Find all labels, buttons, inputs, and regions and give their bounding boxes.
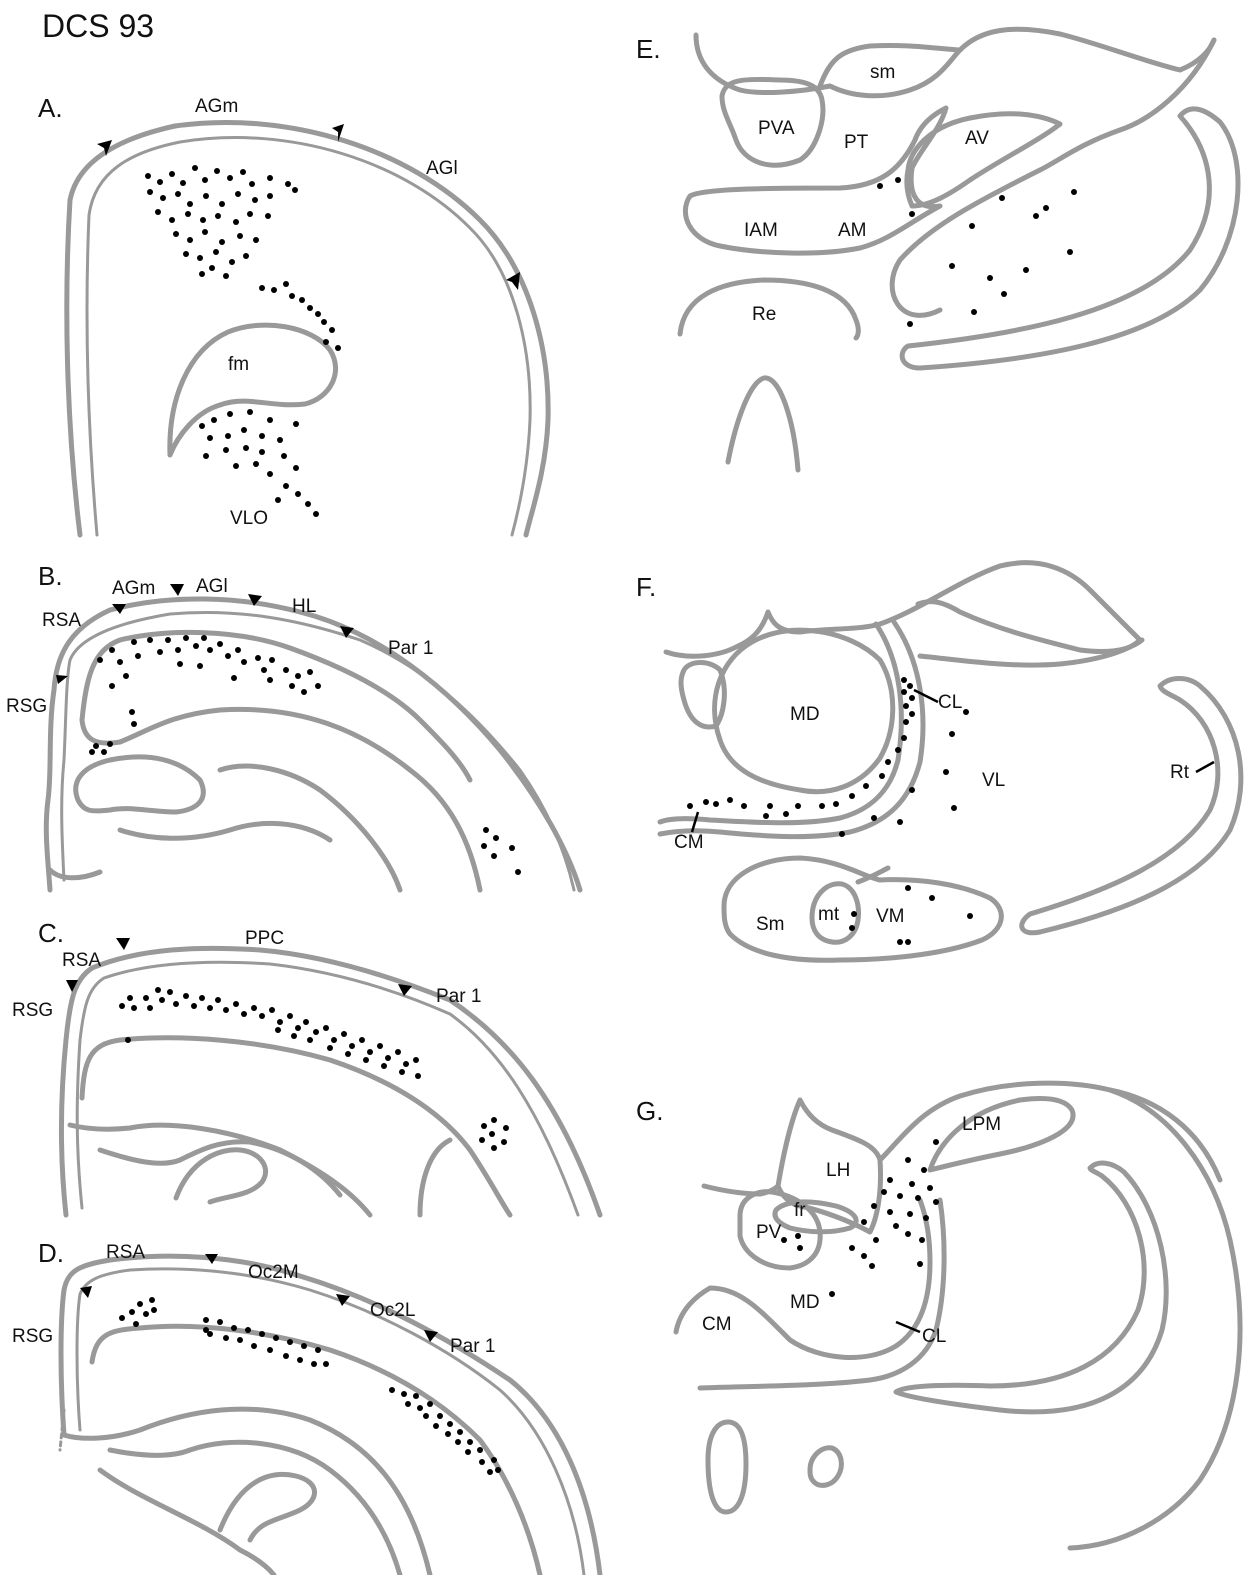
panel-e-label-iam: IAM	[744, 220, 778, 241]
panel-f-label-mt: mt	[818, 904, 840, 925]
panel-d-hippocampal-inner	[110, 1442, 400, 1575]
panel-a-letter: A.	[38, 93, 63, 123]
panel-a-labeled-cells	[145, 165, 341, 517]
panel-a-label-fm: fm	[228, 354, 249, 375]
panel-d-label-par1: Par 1	[450, 1336, 495, 1357]
panel-a-frontal-section: A. AGm AGl fm VLO	[38, 93, 548, 535]
panel-b-hippocampus-outer	[76, 757, 204, 812]
panel-b-label-rsa: RSA	[42, 610, 81, 631]
panel-b-fold	[50, 870, 100, 878]
panel-b-hippocampus-arc	[120, 823, 330, 840]
panel-e-rt-crescent	[902, 109, 1238, 368]
panel-e-upper-right	[960, 29, 1214, 70]
panel-g-oval-left	[708, 1422, 746, 1512]
panel-f-label-vm: VM	[876, 906, 905, 927]
panel-d-labeled-cells	[119, 1297, 501, 1475]
panel-c-label-rsg: RSG	[12, 1000, 53, 1021]
panel-g-oval-right	[810, 1448, 841, 1486]
panel-b-label-agm: AGm	[112, 578, 155, 599]
panel-d-hippocampal-outer	[64, 1409, 430, 1575]
panel-b-label-par1: Par 1	[388, 638, 433, 659]
panel-f-label-vl: VL	[982, 770, 1005, 791]
panel-f-sm-region	[724, 858, 1001, 960]
panel-d-label-oc2m: Oc2M	[248, 1262, 299, 1283]
panel-b-label-hl: HL	[292, 596, 316, 617]
panel-c-curve	[420, 1140, 450, 1215]
panel-f-label-cm: CM	[674, 832, 704, 853]
panel-g-label-lh: LH	[826, 1160, 850, 1181]
panel-b-section: B. AGm AGl HL Par 1 RSA RSG	[6, 561, 580, 890]
panel-g-label-fr: fr	[794, 1200, 806, 1221]
panel-c-label-par1: Par 1	[436, 986, 481, 1007]
panel-f-label-sm: Sm	[756, 914, 785, 935]
panel-e-label-pt: PT	[844, 132, 869, 153]
panel-g-label-cm: CM	[702, 1314, 732, 1335]
figure-title: DCS 93	[42, 8, 154, 44]
panel-e-label-am: AM	[838, 220, 867, 241]
panel-d-label-oc2l: Oc2L	[370, 1300, 415, 1321]
panel-g-label-lpm: LPM	[962, 1114, 1001, 1135]
panel-b-cingulum-lower	[82, 709, 480, 890]
panel-f-leader-rt	[1196, 762, 1214, 772]
panel-a-label-agl: AGl	[426, 158, 458, 179]
panel-d-dg-arc	[220, 1474, 315, 1540]
panel-e-label-av: AV	[965, 128, 989, 149]
panel-f-thalamus-section: F. MD CL VL Rt CM Sm mt VM	[636, 563, 1241, 961]
panel-g-label-md: MD	[790, 1292, 820, 1313]
panel-b-label-rsg: RSG	[6, 696, 47, 717]
panel-g-outer-shell	[1070, 1090, 1240, 1548]
panel-b-arrow-3	[170, 584, 184, 596]
panel-d-letter: D.	[38, 1238, 64, 1268]
panel-b-label-agl: AGl	[196, 576, 228, 597]
panel-a-forceps-minor	[170, 325, 336, 455]
panel-g-letter: G.	[636, 1096, 663, 1126]
panel-f-label-rt: Rt	[1170, 762, 1190, 783]
panel-c-letter: C.	[38, 918, 64, 948]
panel-c-label-ppc: PPC	[245, 928, 284, 949]
panel-c-outer-cortex	[62, 948, 601, 1215]
panel-f-letter: F.	[636, 572, 656, 602]
panel-g-lpm	[930, 1098, 1073, 1170]
panel-c-arrow-2	[116, 938, 130, 950]
panel-e-label-sm: sm	[870, 62, 895, 83]
panel-f-label-cl: CL	[938, 692, 962, 713]
panel-g-label-cl: CL	[922, 1326, 946, 1347]
panel-e-thalamus-section: E. sm PVA PT AV IAM AM Re	[636, 29, 1238, 470]
panel-a-label-vlo: VLO	[230, 508, 268, 529]
panel-a-label-agm: AGm	[195, 96, 238, 117]
panel-a-outer-cortex	[67, 122, 548, 535]
panel-f-leader-cl	[914, 690, 938, 702]
panel-d-label-rsg: RSG	[12, 1326, 53, 1347]
panel-d-label-rsa: RSA	[106, 1242, 145, 1263]
panel-f-rt-crescent	[1022, 679, 1241, 933]
panel-g-thalamus-section: G. LPM LH fr PV MD CM CL	[636, 1083, 1240, 1548]
panel-g-label-pv: PV	[756, 1222, 782, 1243]
panel-e-letter: E.	[636, 34, 661, 64]
panel-c-section: C. RSA RSG PPC Par 1	[12, 918, 600, 1215]
panel-f-label-md: MD	[790, 704, 820, 725]
panel-d-inner-cortex	[77, 1269, 584, 1575]
panel-d-section: D. RSA RSG Oc2M Oc2L Par 1	[12, 1238, 600, 1575]
panel-c-label-rsa: RSA	[62, 950, 101, 971]
panel-e-label-pva: PVA	[758, 118, 795, 139]
panel-e-bottom-arch	[728, 378, 798, 470]
panel-b-letter: B.	[38, 561, 63, 591]
panel-e-label-re: Re	[752, 304, 776, 325]
